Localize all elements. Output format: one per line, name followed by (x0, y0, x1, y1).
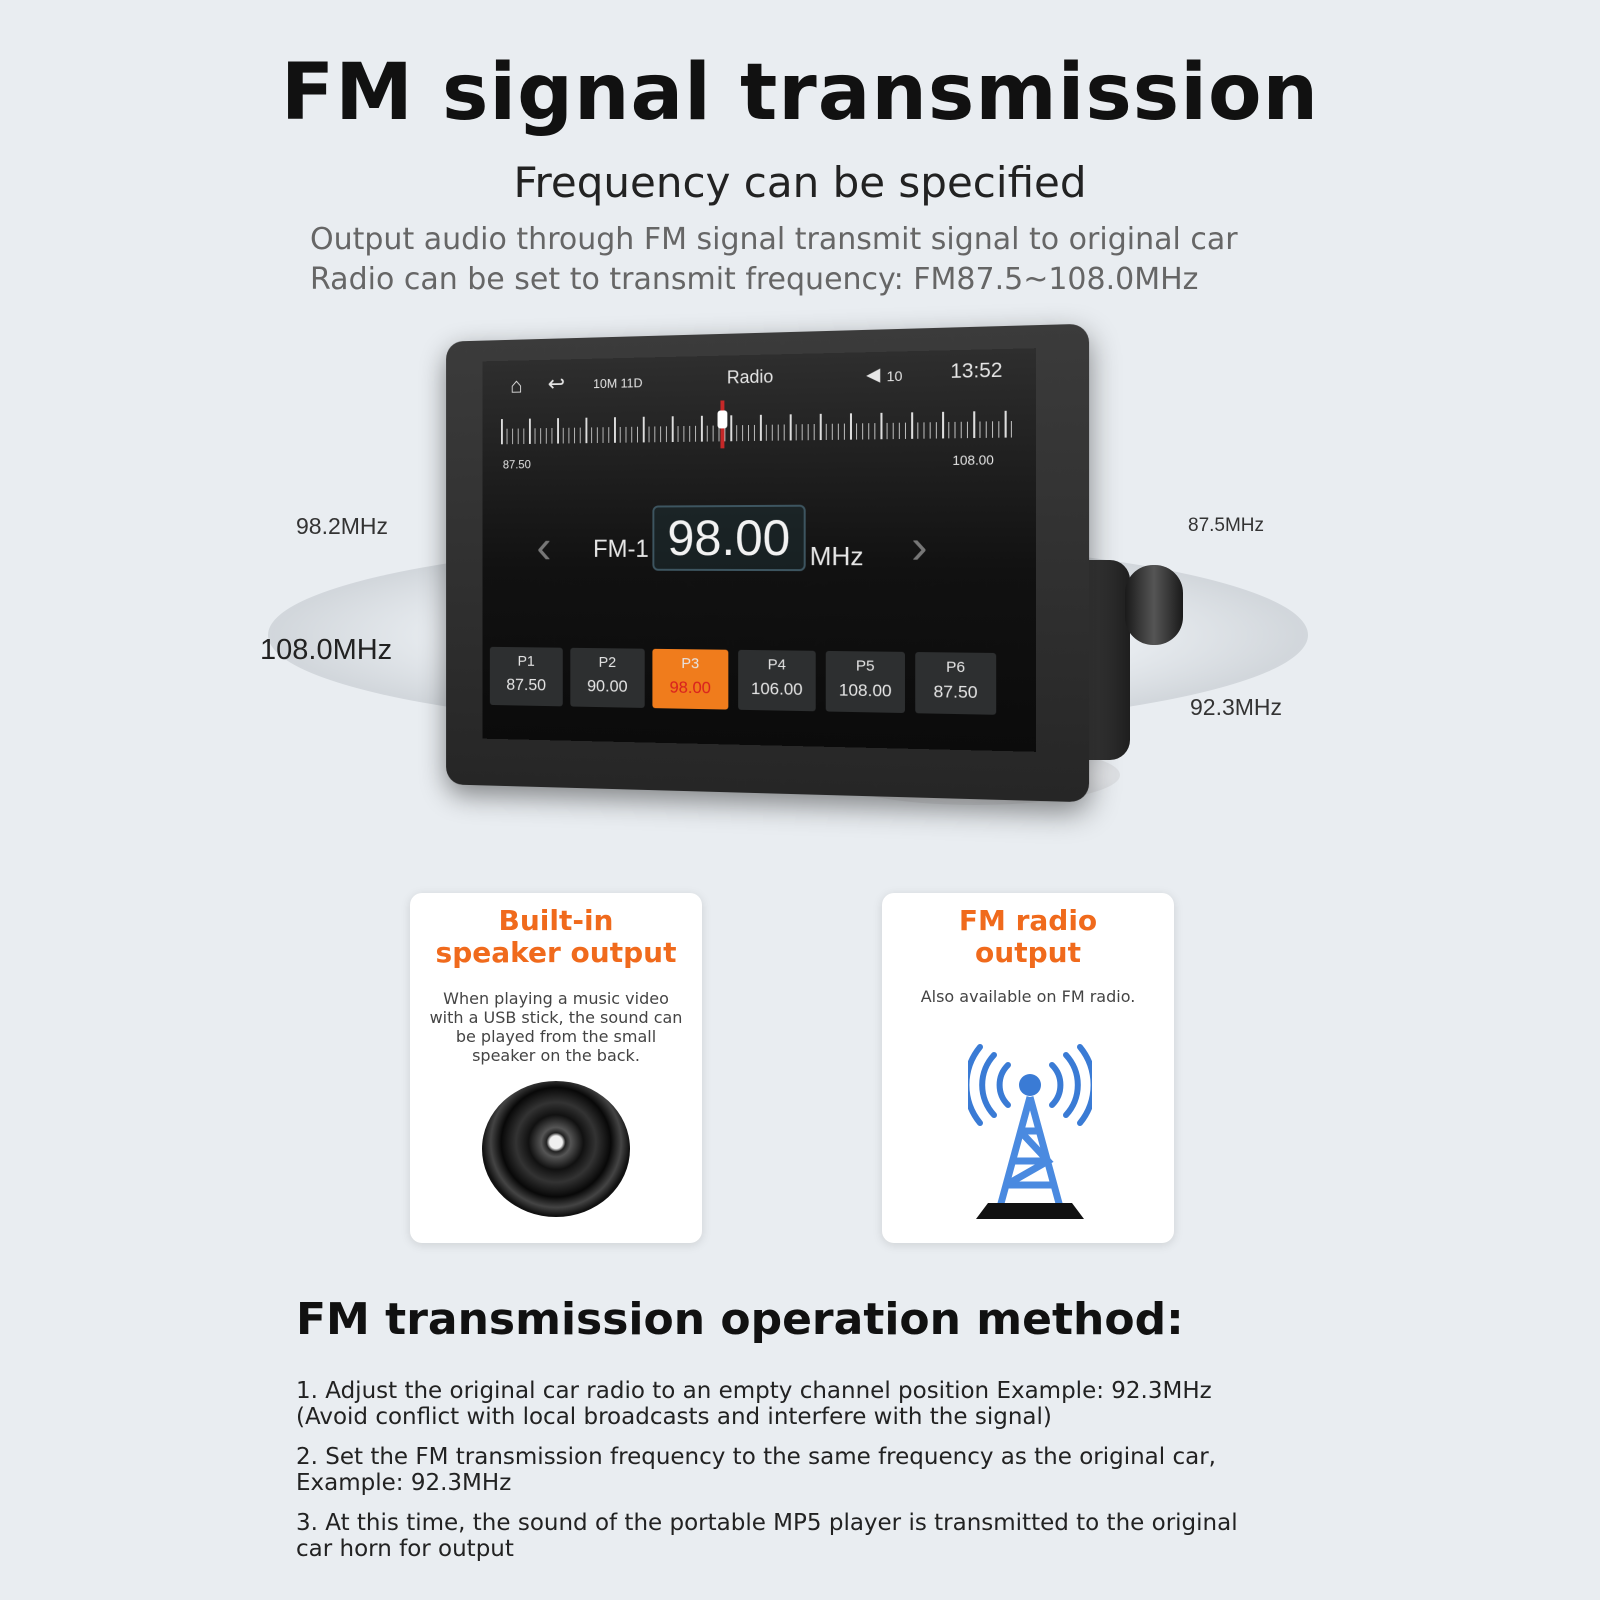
volume-level: 10 (886, 367, 903, 385)
preset-frequency: 90.00 (587, 676, 628, 696)
method-step-1: 1. Adjust the original car radio to an e… (296, 1378, 1336, 1430)
card-text-line-1: When playing a music video (443, 989, 669, 1008)
chevron-right-icon[interactable]: › (911, 520, 928, 575)
preset-name: P4 (767, 656, 786, 674)
card-text-line-3: be played from the small (455, 1027, 657, 1046)
scale-min-label: 87.50 (502, 457, 531, 472)
method-step-2: 2. Set the FM transmission frequency to … (296, 1444, 1336, 1496)
frequency-label-left-bottom: 108.0MHz (260, 634, 393, 666)
preset-frequency: 87.50 (933, 681, 978, 703)
preset-name: P2 (598, 654, 617, 671)
tuning-needle-handle[interactable] (717, 410, 728, 429)
preset-name: P1 (517, 652, 535, 670)
step-line: (Avoid conflict with local broadcasts an… (296, 1404, 1052, 1430)
frequency-label-left-top: 98.2MHz (296, 513, 389, 539)
step-line: car horn for output (296, 1536, 514, 1562)
card-title-line-1: Built-in (498, 904, 614, 937)
preset-button-p6[interactable]: P6 87.50 (915, 652, 997, 715)
card-text-line-4: speaker on the back. (472, 1046, 640, 1065)
preset-button-p2[interactable]: P2 90.00 (570, 647, 645, 708)
preset-frequency: 106.00 (750, 679, 803, 699)
page-title: FM signal transmission (280, 48, 1320, 138)
band-label: FM-1 (593, 535, 649, 563)
loudspeaker-icon (482, 1081, 630, 1217)
description-line-1: Output audio through FM signal transmit … (310, 222, 1238, 257)
card-text-line-2: with a USB stick, the sound can (429, 1008, 683, 1027)
step-line: Example: 92.3MHz (296, 1470, 512, 1496)
scale-max-label: 108.00 (952, 452, 994, 469)
preset-button-p1[interactable]: P1 87.50 (489, 646, 563, 707)
page-subtitle: Frequency can be specified (513, 158, 1087, 207)
card-title-line-1: FM radio (958, 904, 1098, 937)
method-title: FM transmission operation method: (296, 1294, 1184, 1345)
frequency-label-right-top: 87.5MHz (1188, 515, 1265, 536)
method-step-3: 3. At this time, the sound of the portab… (296, 1510, 1336, 1562)
preset-button-p4[interactable]: P4 106.00 (738, 649, 816, 712)
preset-frequency: 87.50 (506, 675, 547, 695)
preset-button-p3[interactable]: P3 98.00 (652, 648, 729, 710)
preset-name: P6 (945, 658, 966, 677)
speaker-icon[interactable]: ◀ (866, 364, 881, 385)
tuning-scale-major-ticks (500, 402, 1016, 445)
step-line: 1. Adjust the original car radio to an e… (296, 1378, 1212, 1404)
preset-name: P3 (681, 655, 700, 673)
step-line: 2. Set the FM transmission frequency to … (296, 1444, 1216, 1470)
preset-frequency: 108.00 (838, 680, 892, 701)
chevron-left-icon[interactable]: ‹ (536, 521, 552, 574)
description-line-2: Radio can be set to transmit frequency: … (310, 262, 1199, 297)
mount-knob (1125, 565, 1183, 645)
step-line: 3. At this time, the sound of the portab… (296, 1510, 1238, 1536)
radio-screen: ⌂ ↩ 10M 11D Radio ◀ 10 13:52 87.50 108.0… (482, 348, 1037, 752)
preset-name: P5 (855, 657, 875, 675)
current-frequency: 98.00 (667, 509, 791, 567)
frequency-unit: MHz (809, 540, 864, 572)
preset-button-p5[interactable]: P5 108.00 (825, 650, 905, 714)
fm-radio-output-card: FM radio output Also available on FM rad… (882, 893, 1174, 1243)
screen-clock: 13:52 (950, 359, 1003, 384)
card-text: Also available on FM radio. (920, 987, 1136, 1006)
card-title-line-2: output (975, 936, 1081, 969)
card-title-line-2: speaker output (435, 936, 677, 969)
radio-tower-icon (968, 1044, 1092, 1219)
frequency-label-right-bottom: 92.3MHz (1190, 694, 1283, 720)
preset-frequency: 98.00 (669, 677, 711, 698)
speaker-output-card: Built-in speaker output When playing a m… (410, 893, 702, 1243)
